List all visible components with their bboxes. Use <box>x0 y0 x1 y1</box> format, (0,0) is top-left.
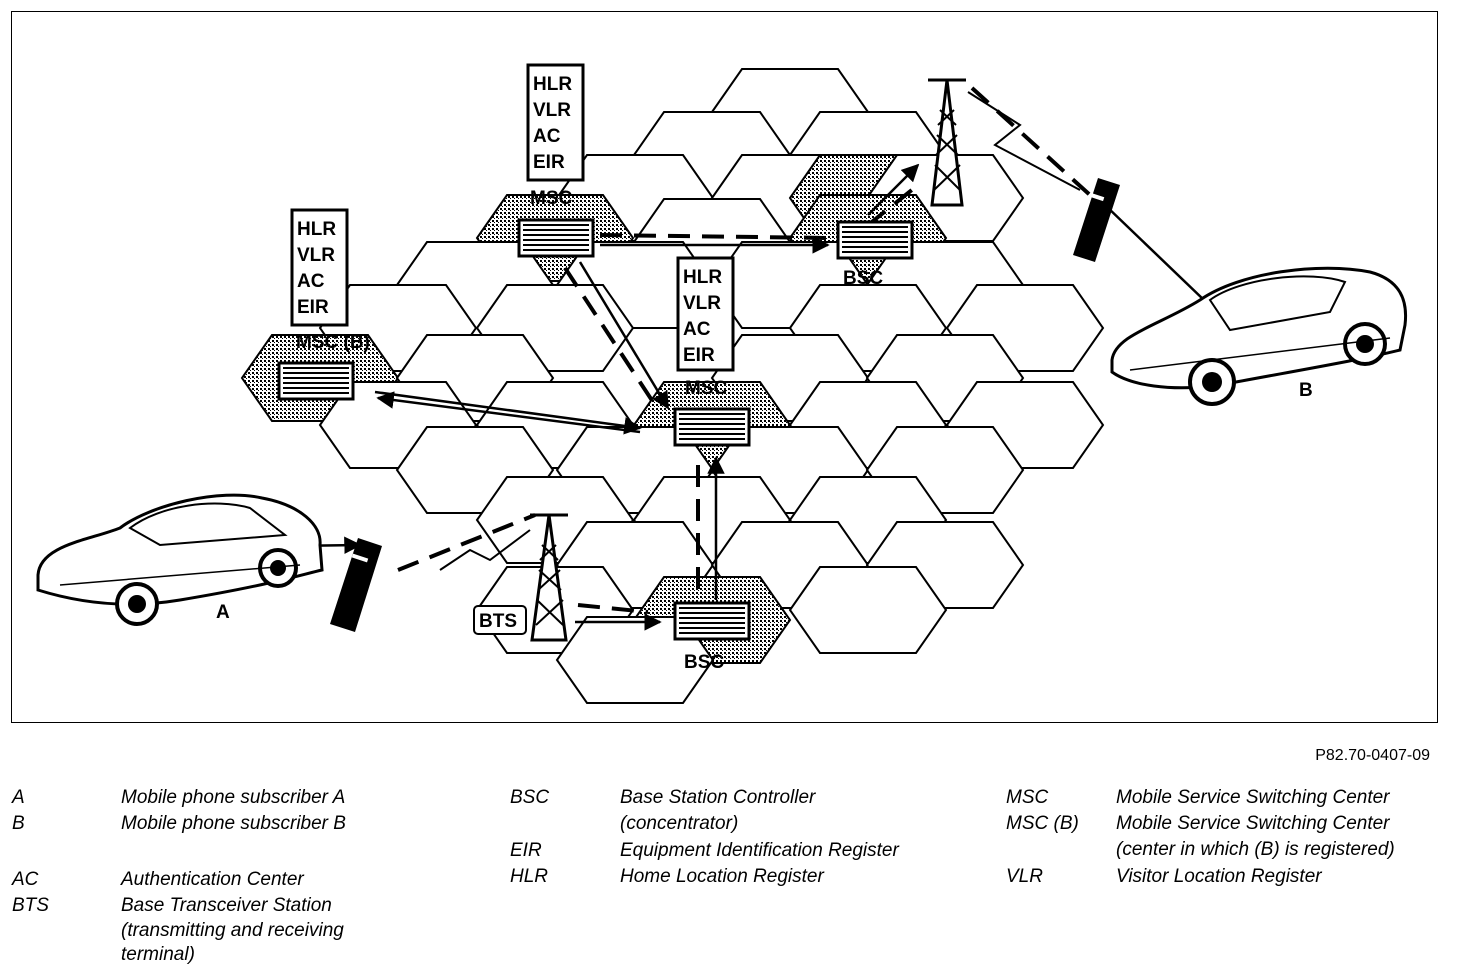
legend-desc: terminal) <box>121 944 195 965</box>
legend-desc: (transmitting and receiving <box>121 920 344 941</box>
legend-column-3: MSC Mobile Service Switching Center MSC … <box>1006 785 1466 905</box>
link-bsc-top-tower-dashed <box>866 183 920 227</box>
radio-link-bottom <box>439 529 531 571</box>
link-bsc-top-tower <box>867 163 920 216</box>
legend-desc: Base Transceiver Station <box>121 895 332 916</box>
legend-abbr: HLR <box>510 866 549 887</box>
cell-hex-grid <box>240 68 1105 704</box>
network-links <box>144 86 1232 641</box>
mobile-phone-a <box>330 538 382 632</box>
legend-abbr: VLR <box>1006 866 1043 887</box>
hex-cell <box>788 566 948 654</box>
ac-label: AC <box>683 319 711 340</box>
car-b <box>1110 266 1408 406</box>
bts-tower-top <box>928 78 966 207</box>
legend-abbr: B <box>12 813 25 834</box>
vlr-label: VLR <box>683 293 721 314</box>
link-msc-top-msc-mid <box>578 261 670 410</box>
hlr-label: HLR <box>297 219 336 240</box>
legend-desc: Equipment Identification Register <box>620 840 899 861</box>
legend-desc: Base Station Controller <box>620 787 816 808</box>
link-mscb-msc-mid <box>374 390 642 435</box>
bsc-bottom-label: BSC <box>684 652 724 673</box>
legend-desc: Visitor Location Register <box>1116 866 1322 887</box>
vlr-label: VLR <box>297 245 335 266</box>
radio-dashed-top <box>970 86 1092 197</box>
legend-abbr: BSC <box>510 787 550 808</box>
bsc-bottom-equipment <box>673 601 751 641</box>
legend-abbr: BTS <box>12 895 49 916</box>
bts-label: BTS <box>479 611 517 632</box>
bsc-top-label: BSC <box>843 268 883 289</box>
gsm-network-diagram: HLR VLR AC EIR HLR VLR AC EIR HLR VLR AC… <box>36 63 1408 704</box>
eir-label: EIR <box>683 345 715 366</box>
hlr-label: HLR <box>683 267 722 288</box>
msc-mid-label: MSC <box>685 378 728 399</box>
register-box-mid: HLR VLR AC EIR <box>676 256 735 372</box>
vlr-label: VLR <box>533 100 571 121</box>
link-msc-top-msc-mid-dashed <box>563 266 657 407</box>
legend-abbr: EIR <box>510 840 542 861</box>
ac-label: AC <box>533 126 561 147</box>
figure-code: P82.70-0407-09 <box>1315 747 1430 764</box>
legend-desc: (center in which (B) is registered) <box>1116 839 1395 860</box>
bts-tower-bottom <box>530 513 568 642</box>
register-box-msc-b: HLR VLR AC EIR <box>290 208 349 327</box>
msc-top-label: MSC <box>530 188 573 209</box>
legend-abbr: AC <box>12 869 39 890</box>
msc-top-equipment <box>517 218 595 258</box>
bts-label-box: BTS <box>473 605 527 635</box>
car-a <box>36 493 324 626</box>
ac-label: AC <box>297 271 325 292</box>
link-msc-mid-mscb <box>376 391 641 434</box>
legend-abbr: A <box>12 787 25 808</box>
link-bts-bsc-dashed <box>577 603 649 614</box>
link-msc-top-bsc-top <box>599 233 831 240</box>
msc-b-label: MSC (B) <box>296 332 370 353</box>
car-b-label: B <box>1299 380 1313 401</box>
legend-desc: Mobile Service Switching Center <box>1116 787 1390 808</box>
msc-b-equipment <box>277 361 355 401</box>
radio-link-top <box>967 91 1081 191</box>
msc-mid-equipment <box>673 407 751 447</box>
register-box-top: HLR VLR AC EIR <box>526 63 585 182</box>
hlr-label: HLR <box>533 74 572 95</box>
legend-column-1: A Mobile phone subscriber A B Mobile pho… <box>12 785 492 975</box>
legend-desc: Mobile phone subscriber A <box>121 787 346 808</box>
legend-abbr: MSC <box>1006 787 1049 808</box>
legend-column-2: BSC Base Station Controller (concentrato… <box>510 785 990 905</box>
eir-label: EIR <box>533 152 565 173</box>
legend-desc: Mobile phone subscriber B <box>121 813 346 834</box>
eir-label: EIR <box>297 297 329 318</box>
legend-desc: Authentication Center <box>121 869 304 890</box>
legend-desc: Mobile Service Switching Center <box>1116 813 1390 834</box>
radio-dashed-bottom <box>397 513 536 572</box>
car-a-label: A <box>216 602 230 623</box>
mobile-phone-b <box>1073 178 1120 262</box>
diagram-frame <box>11 11 1438 723</box>
legend-desc: Home Location Register <box>620 866 824 887</box>
legend-abbr: MSC (B) <box>1006 813 1079 834</box>
legend-desc: (concentrator) <box>620 813 739 834</box>
bsc-top-equipment <box>836 220 914 260</box>
